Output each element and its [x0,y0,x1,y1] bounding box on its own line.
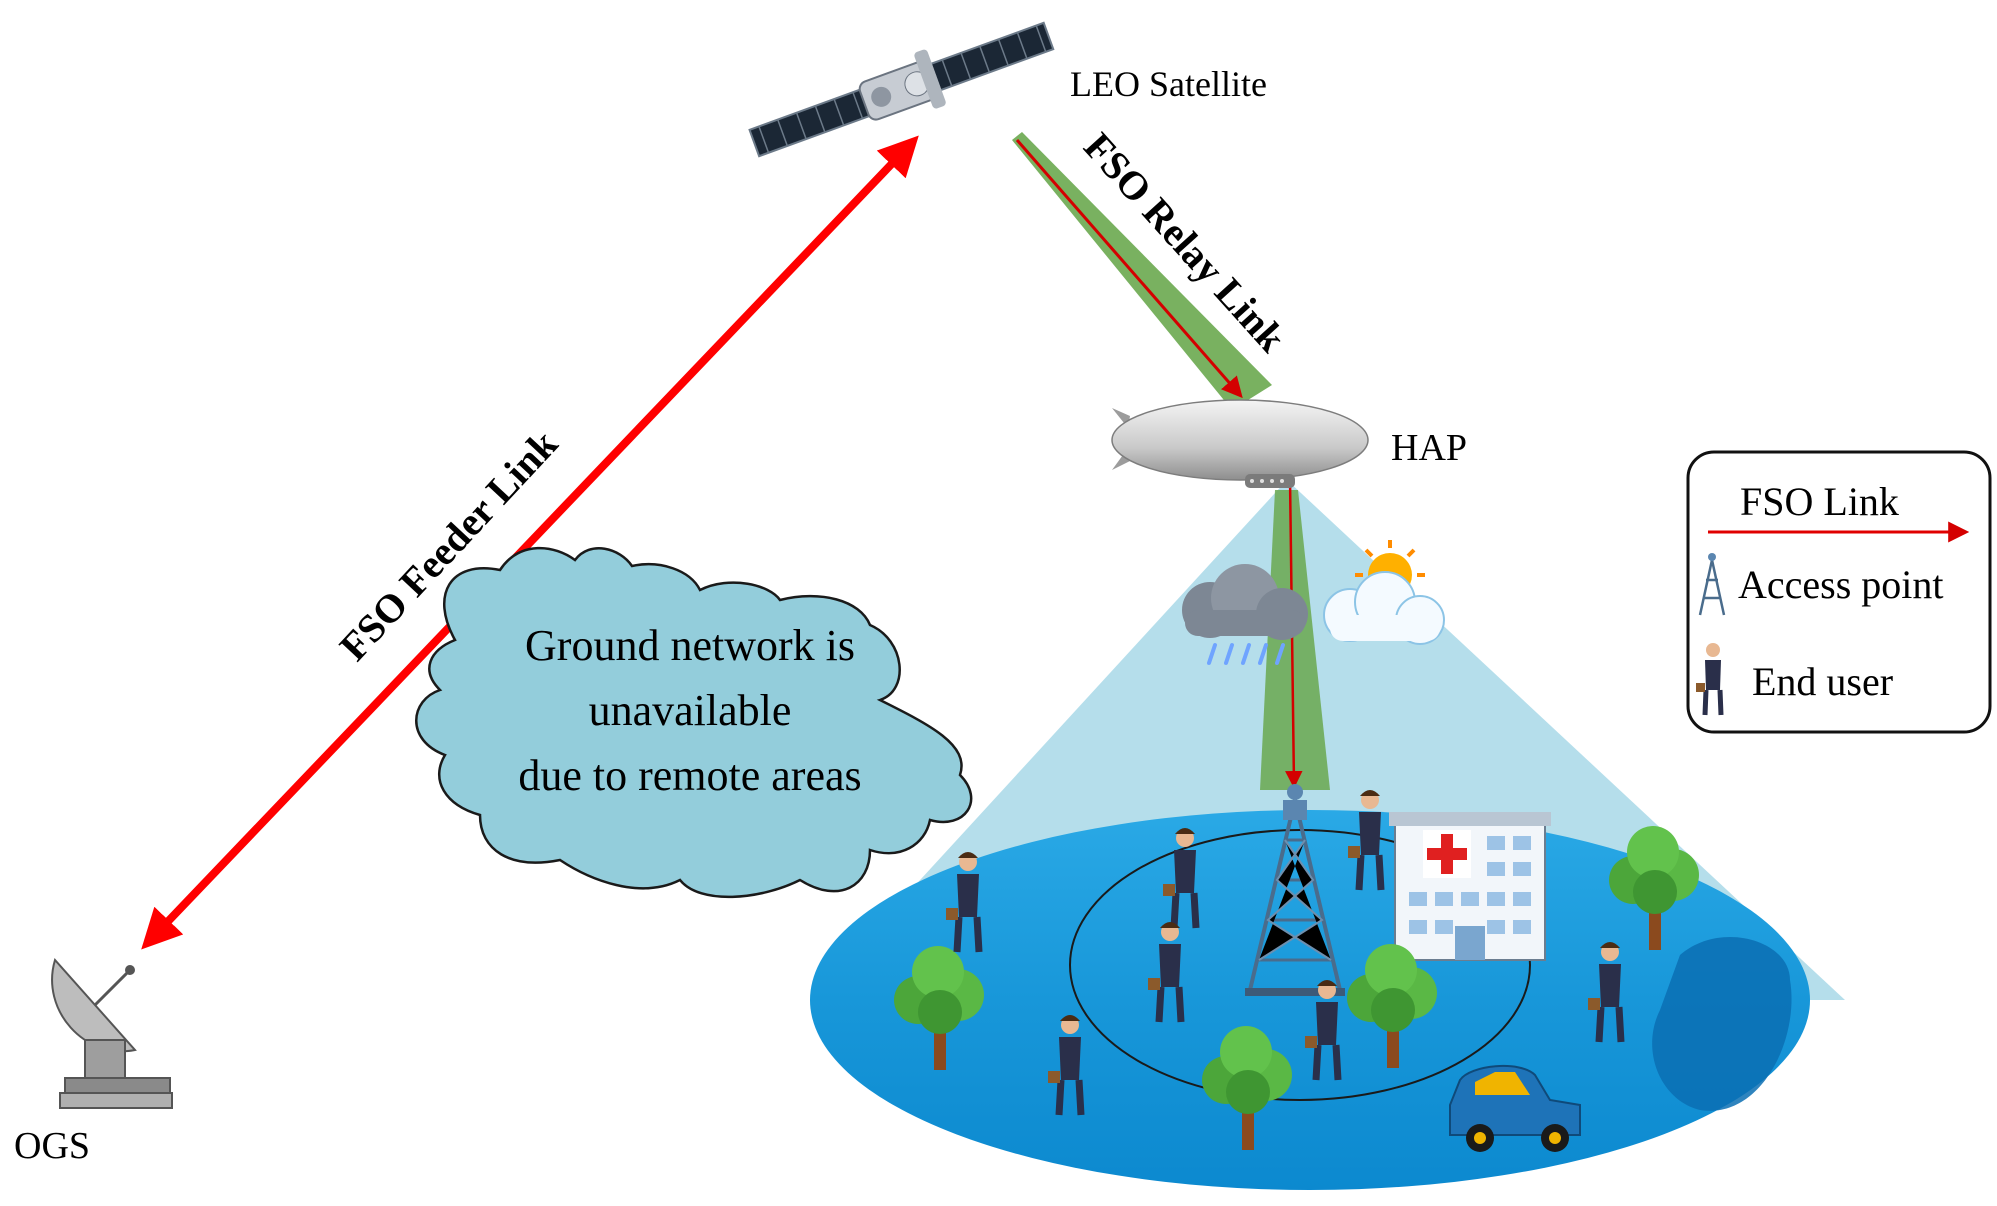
tree-icon [894,946,984,1070]
ogs-label: OGS [14,1125,90,1167]
hospital-icon [1389,812,1551,961]
legend: FSO Link Access point End user [1686,450,1992,734]
cell-tower-icon [1245,784,1345,996]
cloud-note-line3: due to remote areas [518,751,861,800]
feeder-link-arrow [141,135,919,950]
legend-end-user-label: End user [1752,659,1893,704]
inner-coverage-ring [1069,829,1531,1101]
tree-icon [1202,1026,1292,1150]
hap-downlink-beam [1260,490,1330,790]
person-icon [1148,922,1185,1023]
relay-link-beam [1012,132,1272,410]
legend-end-user-icon [1696,643,1724,716]
hap-label: HAP [1391,427,1467,469]
cloud-note-line1: Ground network is [525,621,855,670]
satellite-icon [748,21,1055,158]
remote-area-cloud [415,546,973,899]
car-icon [1449,1064,1581,1152]
legend-access-point-icon [1698,553,1726,616]
person-icon [1048,1015,1085,1116]
person-icon [1348,790,1385,891]
sun-cloud-icon [1323,540,1445,645]
person-icon [1588,942,1625,1043]
legend-access-point-label: Access point [1738,562,1944,607]
cloud-note-line2: unavailable [589,686,792,735]
satellite-label: LEO Satellite [1070,64,1267,104]
tree-icon [1347,944,1437,1068]
tree-icon [1609,826,1699,950]
person-icon [946,852,983,953]
relay-link-arrow [1015,139,1243,399]
airship-icon [1111,399,1369,488]
dish-antenna-icon [51,957,173,1109]
rain-cloud-icon [1182,564,1308,665]
person-icon [1163,828,1200,929]
legend-fso-link-label: FSO Link [1740,479,1899,524]
person-icon [1305,980,1342,1081]
